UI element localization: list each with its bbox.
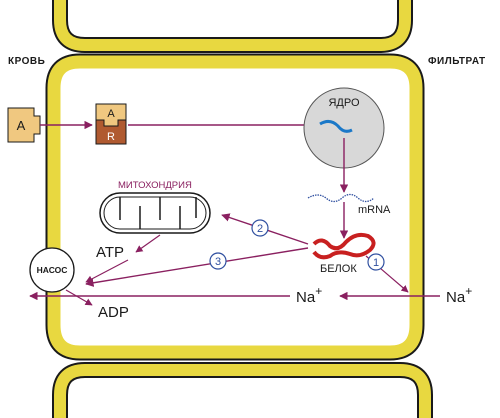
hormone-label: A (17, 118, 26, 133)
step-3-badge: 3 (209, 252, 227, 270)
protein-chain-icon (312, 232, 376, 260)
step-1-number: 1 (373, 257, 379, 269)
mitochondria-to-atp-arrow (135, 234, 161, 253)
mrna-strand-icon (307, 193, 375, 203)
step-1-badge: 1 (367, 253, 385, 271)
upper-cell-membrane (52, 0, 413, 53)
step-2-badge: 2 (251, 219, 269, 237)
hormone-icon: A (7, 107, 41, 143)
atp-label: ATP (96, 244, 124, 261)
protein-to-pump-arrow (85, 247, 309, 287)
step-2-number: 2 (257, 223, 263, 235)
filtrate-label: ФИЛЬТРАТ (428, 56, 486, 67)
mitochondria-label: МИТОХОНДРИЯ (118, 180, 192, 191)
adp-label: ADP (98, 304, 129, 321)
complex-receptor-label: R (107, 131, 115, 143)
pump-icon: НАСОС (29, 247, 75, 293)
nucleus-label: ЯДРО (328, 97, 359, 109)
sodium-inside-label: Na+ (296, 284, 322, 306)
hormone-receptor-complex-icon: A R (95, 103, 127, 145)
lower-cell-membrane (52, 362, 433, 418)
sodium-outside-label: Na+ (446, 284, 472, 306)
nucleus-icon: ЯДРО (303, 87, 385, 169)
step-3-number: 3 (215, 256, 221, 268)
protein-label: БЕЛОК (320, 263, 357, 275)
complex-hormone-label: A (107, 108, 115, 120)
mitochondria-icon (99, 192, 211, 234)
mrna-label: mRNA (358, 204, 391, 216)
pump-to-adp-arrow (65, 289, 93, 306)
blood-label: КРОВЬ (8, 56, 45, 67)
pump-label: НАСОС (37, 265, 68, 275)
atp-to-pump-arrow (85, 259, 129, 283)
